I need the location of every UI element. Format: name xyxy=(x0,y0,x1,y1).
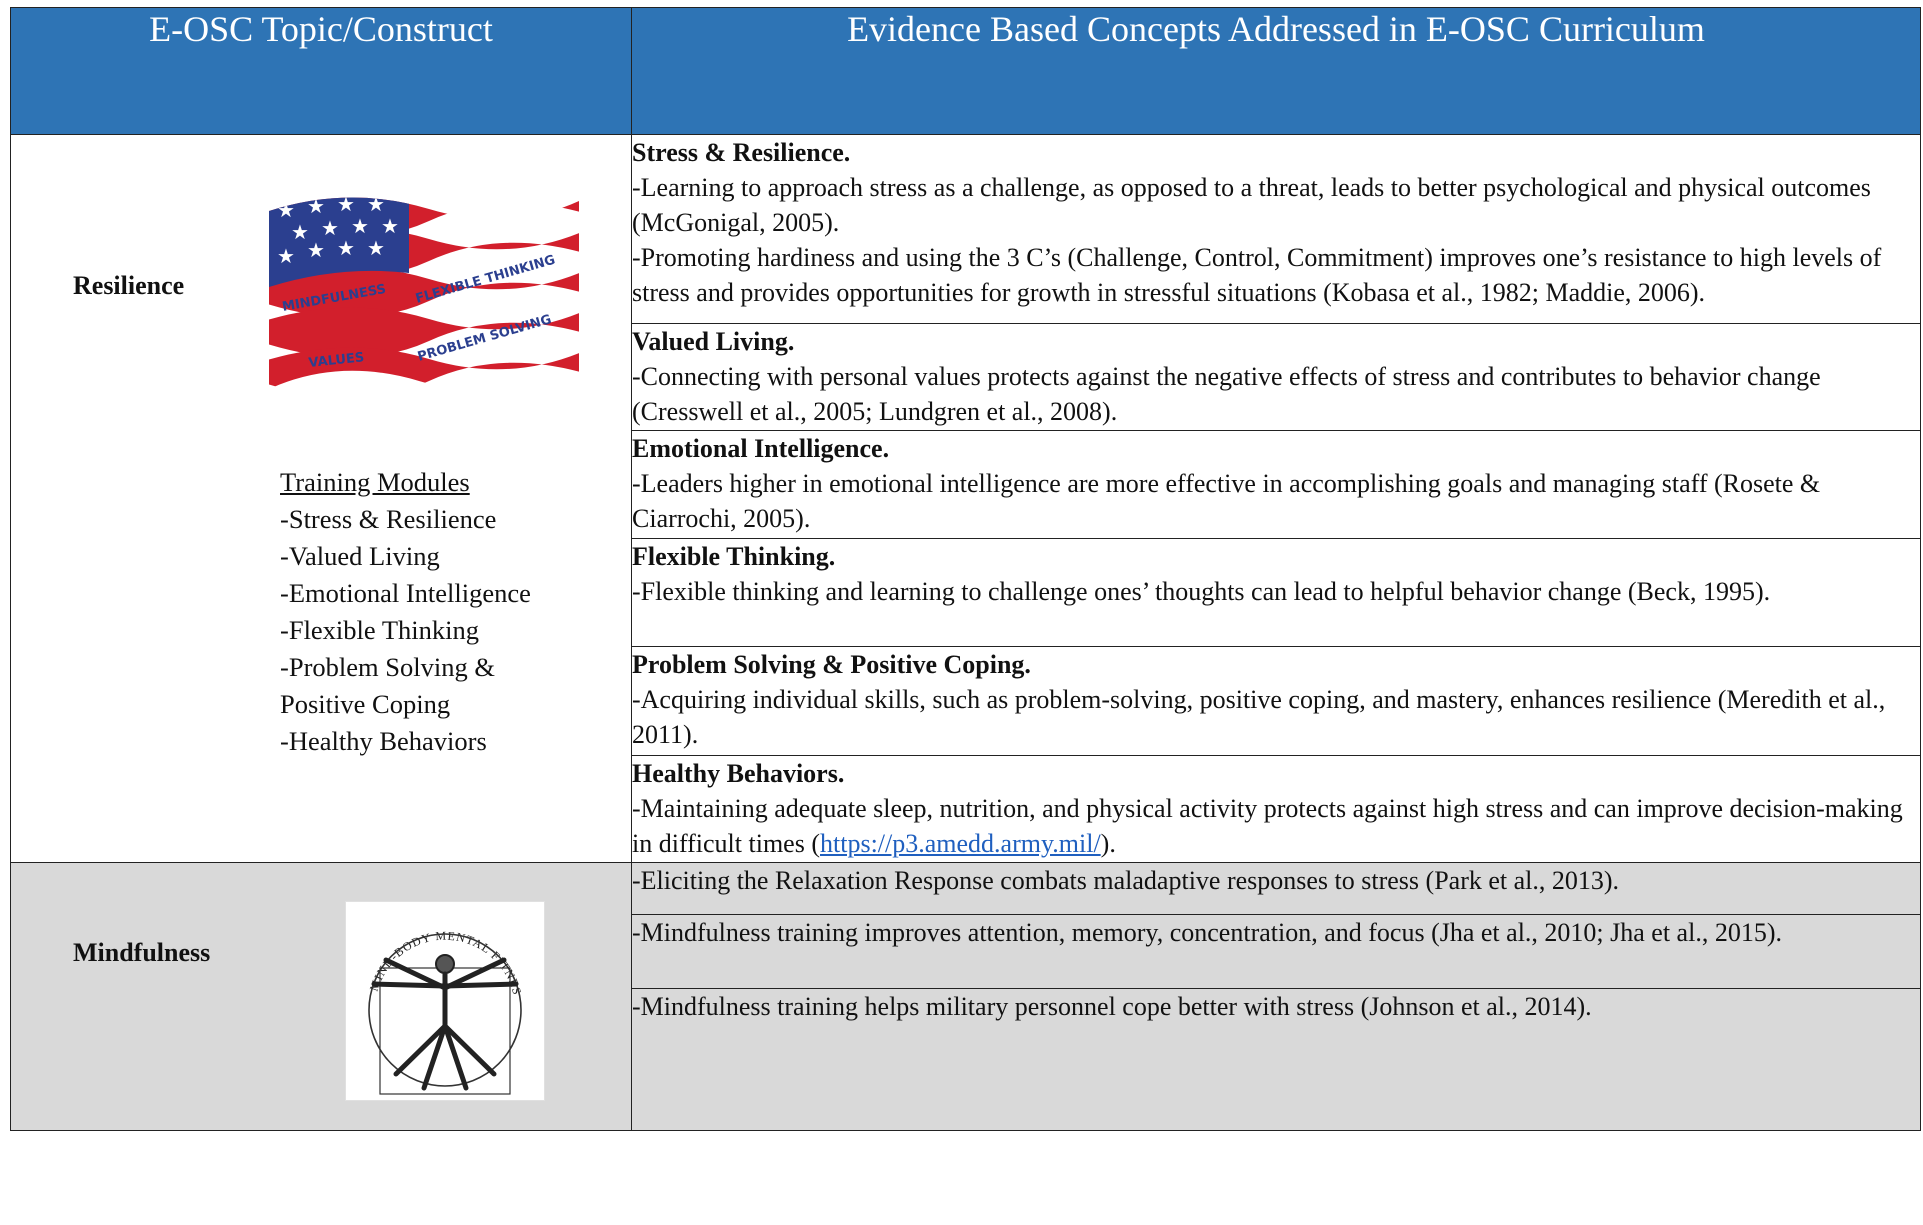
mindfulness-row-1: Mindfulness MIND-BODY MENTAL FITNESS xyxy=(10,862,1921,1131)
svg-text:★: ★ xyxy=(351,214,369,238)
svg-text:★: ★ xyxy=(337,192,355,216)
module-item: -Stress & Resilience xyxy=(280,504,497,534)
concept-title: Valued Living. xyxy=(632,327,795,356)
header-concepts: Evidence Based Concepts Addressed in E-O… xyxy=(631,7,1921,135)
module-item: -Problem Solving & xyxy=(280,652,495,682)
concept-title: Emotional Intelligence. xyxy=(632,434,890,463)
header-row: E-OSC Topic/Construct Evidence Based Con… xyxy=(10,7,1921,135)
concept-text: -Acquiring individual skills, such as pr… xyxy=(632,685,1886,749)
training-modules: Training Modules -Stress & Resilience -V… xyxy=(280,464,531,760)
svg-text:★: ★ xyxy=(367,192,385,216)
concept-text: -Maintaining adequate sleep, nutrition, … xyxy=(632,791,1920,861)
svg-text:★: ★ xyxy=(307,238,325,262)
svg-text:★: ★ xyxy=(337,236,355,260)
header-topic: E-OSC Topic/Construct xyxy=(10,7,632,135)
mindfulness-row-2: -Mindfulness training improves attention… xyxy=(11,914,1921,989)
concept-text: -Flexible thinking and learning to chall… xyxy=(632,577,1771,606)
concept-valued-living: Valued Living. -Connecting with personal… xyxy=(631,323,1921,431)
flag-icon: ★★★★ ★★★★ ★★★★ MINDFULNESS FLEXIBLE THIN… xyxy=(269,192,579,395)
resilience-row-6: Healthy Behaviors. -Maintaining adequate… xyxy=(11,755,1921,863)
svg-text:★: ★ xyxy=(277,244,295,268)
concept-text-pre: -Maintaining adequate sleep, nutrition, … xyxy=(632,794,1903,858)
concept-stress-resilience: Stress & Resilience. -Learning to approa… xyxy=(631,134,1921,324)
flag-word-values: VALUES xyxy=(308,350,365,371)
mindfulness-label: Mindfulness xyxy=(73,938,211,967)
svg-text:★: ★ xyxy=(307,194,325,218)
concept-emotional-intelligence: Emotional Intelligence. -Leaders higher … xyxy=(631,430,1921,539)
training-modules-heading: Training Modules xyxy=(280,467,470,497)
mindfulness-row-3: -Mindfulness training helps military per… xyxy=(11,988,1921,1131)
evidence-table: E-OSC Topic/Construct Evidence Based Con… xyxy=(10,7,1921,1131)
svg-text:★: ★ xyxy=(381,214,399,238)
concept-healthy-behaviors: Healthy Behaviors. -Maintaining adequate… xyxy=(631,755,1921,863)
resilience-row-3: Emotional Intelligence. -Leaders higher … xyxy=(11,430,1921,539)
resilience-topic-cell: Resilience ★★★★ ★★★★ xyxy=(10,134,632,863)
p3-amedd-link[interactable]: https://p3.amedd.army.mil/ xyxy=(820,829,1101,858)
resilience-label: Resilience xyxy=(73,271,185,300)
mindfulness-topic-cell: Mindfulness MIND-BODY MENTAL FITNESS xyxy=(10,862,632,1131)
concept-title: Flexible Thinking. xyxy=(632,542,836,571)
concept-military-coping: -Mindfulness training helps military per… xyxy=(631,988,1921,1131)
module-item: -Emotional Intelligence xyxy=(280,578,531,608)
mind-body-logo-icon: MIND-BODY MENTAL FITNESS xyxy=(345,901,545,1101)
concept-title: Healthy Behaviors. xyxy=(632,759,845,788)
concept-attention: -Mindfulness training improves attention… xyxy=(631,914,1921,989)
module-item: -Flexible Thinking xyxy=(280,615,479,645)
concept-text-post: ). xyxy=(1100,829,1116,858)
concept-title: Problem Solving & Positive Coping. xyxy=(632,650,1031,679)
resilience-row-5: Problem Solving & Positive Coping. -Acqu… xyxy=(11,646,1921,756)
resilience-row-1: Resilience ★★★★ ★★★★ xyxy=(10,134,1921,863)
resilience-row-2: Valued Living. -Connecting with personal… xyxy=(11,323,1921,431)
resilience-row-4: Flexible Thinking. -Flexible thinking an… xyxy=(11,538,1921,647)
module-item: -Valued Living xyxy=(280,541,440,571)
concept-text: -Connecting with personal values protect… xyxy=(632,362,1821,426)
concept-problem-solving: Problem Solving & Positive Coping. -Acqu… xyxy=(631,646,1921,756)
svg-text:★: ★ xyxy=(277,198,295,222)
concept-text: -Leaders higher in emotional intelligenc… xyxy=(632,469,1821,533)
module-item: Positive Coping xyxy=(280,689,451,719)
svg-text:★: ★ xyxy=(321,216,339,240)
module-item: -Healthy Behaviors xyxy=(280,726,487,756)
concept-text: -Learning to approach stress as a challe… xyxy=(632,173,1871,237)
concept-title: Stress & Resilience. xyxy=(632,138,851,167)
concept-flexible-thinking: Flexible Thinking. -Flexible thinking an… xyxy=(631,538,1921,647)
svg-text:★: ★ xyxy=(367,236,385,260)
concept-relaxation: -Eliciting the Relaxation Response comba… xyxy=(631,862,1921,915)
concept-text: -Promoting hardiness and using the 3 C’s… xyxy=(632,243,1882,307)
svg-text:★: ★ xyxy=(291,220,309,244)
